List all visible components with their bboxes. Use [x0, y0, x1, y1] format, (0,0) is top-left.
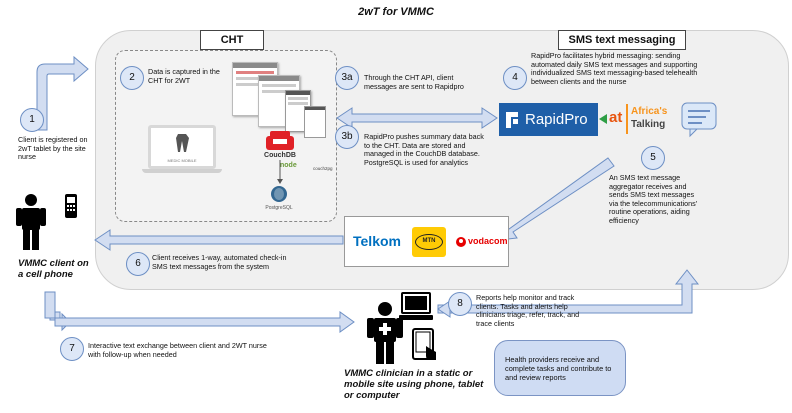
health-provider-callout: Health providers receive and complete ta…	[494, 340, 626, 396]
step-8-number: 8	[448, 292, 472, 316]
step-1-number: 1	[20, 108, 44, 132]
sms-section-label: SMS text messaging	[558, 30, 686, 50]
step-1-text: Client is registered on 2wT tablet by th…	[18, 135, 88, 162]
step-3b-number: 3b	[335, 125, 359, 149]
couchdb-label: CouchDB	[264, 152, 296, 159]
step-3a-text: Through the CHT API, client messages are…	[364, 73, 464, 91]
computer-icon	[399, 292, 433, 320]
step-6-number: 6	[126, 252, 150, 276]
chat-bubble-icon	[681, 102, 717, 138]
step-7-text: Interactive text exchange between client…	[88, 341, 267, 359]
cht-screenshot-small	[304, 106, 326, 138]
node-logo: node	[280, 162, 297, 169]
postgresql-label: PostgreSQL	[265, 205, 293, 211]
step-2-text: Data is captured in the CHT for 2WT	[148, 67, 220, 85]
clinician-person-icon	[367, 302, 403, 364]
step-5-text: An SMS text message aggregator receives …	[609, 173, 698, 225]
step-3a-number: 3a	[335, 66, 359, 90]
telkom-logo: Telkom	[353, 233, 401, 249]
laptop-base	[142, 169, 222, 173]
africas-label: Africa's	[631, 106, 668, 117]
client-person-icon	[16, 194, 46, 250]
talking-label: Talking	[631, 119, 666, 130]
mtn-label: MTN	[422, 238, 436, 244]
arrow-client-sms	[94, 229, 344, 251]
vodacom-icon	[456, 237, 466, 247]
diagram-title: 2wT for VMMC	[358, 6, 434, 18]
telecom-box: Telkom MTN vodacom	[344, 216, 509, 267]
step-3b-text: RapidPro pushes summary data back to the…	[364, 132, 484, 167]
arrow-register	[36, 55, 89, 131]
client-caption: VMMC client on a cell phone	[18, 258, 89, 280]
couch2pg-label: couch2pg	[313, 166, 333, 171]
clinician-caption: VMMC clinician in a static or mobile sit…	[344, 368, 484, 401]
couchdb-logo-icon	[266, 131, 294, 150]
postgresql-logo-icon	[271, 186, 287, 202]
tablet-icon	[412, 328, 436, 360]
rapidpro-icon	[506, 112, 518, 128]
rapidpro-label: RapidPro	[525, 111, 588, 128]
step-6-text: Client receives 1-way, automated check-i…	[152, 253, 287, 271]
medic-logo-icon	[176, 134, 189, 152]
step-5-number: 5	[641, 146, 665, 170]
arrow-cht-rapidpro	[336, 107, 498, 129]
mtn-logo: MTN	[412, 227, 446, 257]
vodacom-logo: vodacom	[468, 236, 508, 246]
cell-phone-icon	[65, 194, 77, 218]
medic-laptop: MEDIC MOBILE	[148, 125, 216, 169]
arrow-at-left	[599, 114, 607, 124]
health-provider-callout-text: Health providers receive and complete ta…	[505, 355, 612, 382]
step-4-text: RapidPro facilitates hybrid messaging: s…	[531, 51, 698, 86]
step-8-text: Reports help monitor and track clients. …	[476, 293, 580, 328]
rapidpro-logo: RapidPro	[499, 103, 598, 136]
step-4-number: 4	[503, 66, 527, 90]
at-mark: at	[609, 109, 623, 126]
africas-talking-logo: at Africa's Talking	[599, 101, 677, 137]
cht-section-label: CHT	[200, 30, 264, 50]
arrow-interactive-line	[44, 291, 355, 333]
medic-logo-text: MEDIC MOBILE	[167, 158, 197, 163]
step-2-number: 2	[120, 66, 144, 90]
cht-screenshot-front	[285, 90, 311, 132]
step-7-number: 7	[60, 337, 84, 361]
